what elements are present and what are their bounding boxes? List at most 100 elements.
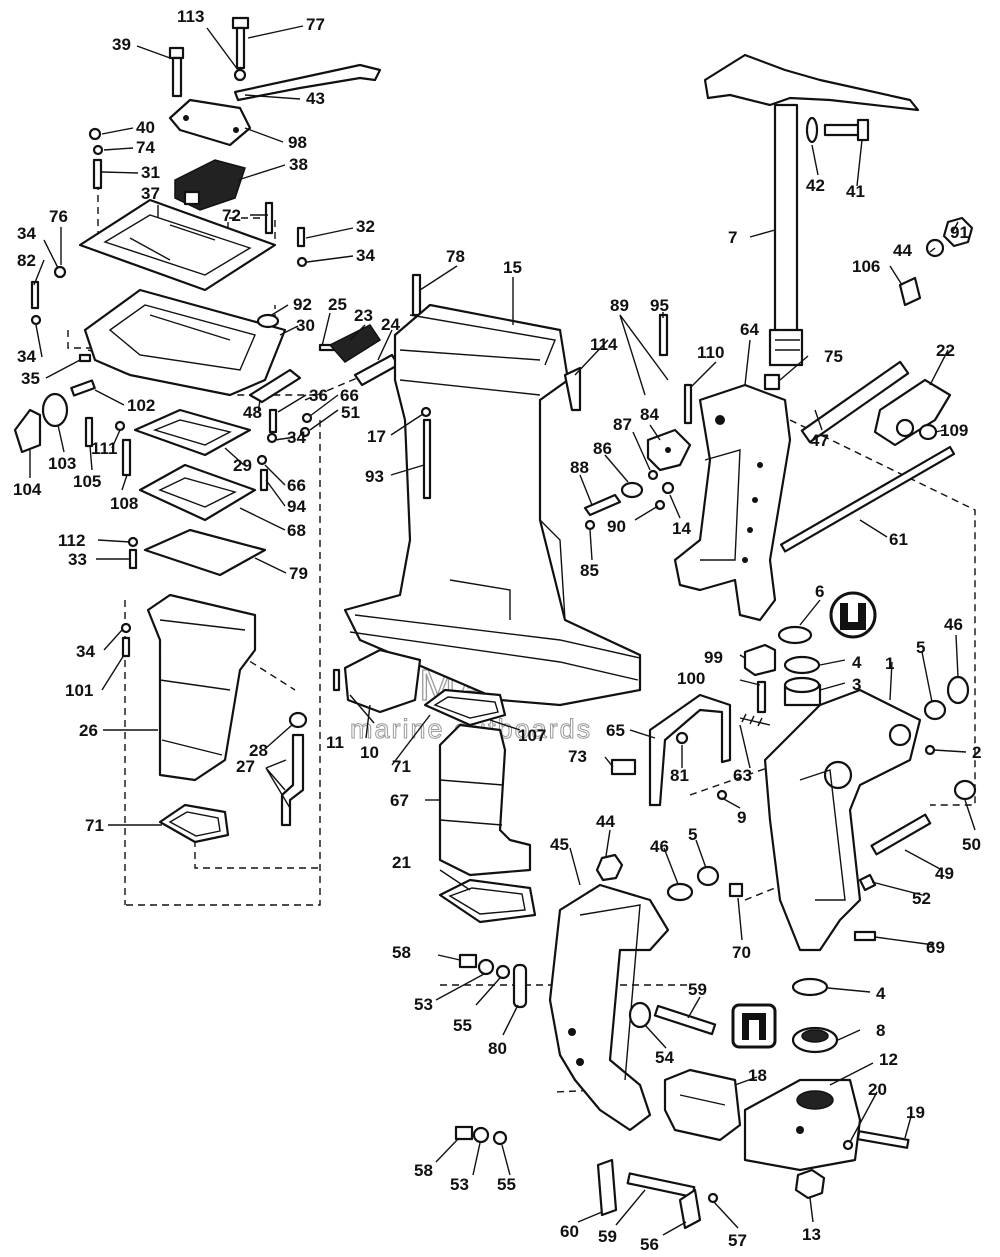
- reed-23: [328, 324, 382, 363]
- washer-111: [114, 420, 126, 432]
- callout-28: 28: [249, 741, 268, 760]
- callout-11: 11: [326, 733, 344, 752]
- bolt-105: [84, 416, 94, 448]
- cover-bracket-98: [168, 98, 252, 147]
- bolt-19: [856, 1130, 910, 1149]
- washer-46b: [666, 882, 694, 902]
- clamp-block-18: [663, 1068, 742, 1142]
- screw-57: [707, 1192, 719, 1204]
- tube-27: [280, 733, 305, 827]
- block-99: [743, 643, 777, 677]
- callout-104: 104: [13, 480, 42, 499]
- callout-86: 86: [593, 439, 612, 458]
- callout-51: 51: [341, 403, 360, 422]
- bolt-95: [658, 313, 669, 357]
- callout-13: 13: [802, 1225, 821, 1244]
- callout-71b: 71: [392, 757, 411, 776]
- washer-66b: [256, 454, 268, 466]
- washer-66a: [301, 412, 313, 424]
- callout-47: 47: [810, 431, 829, 450]
- washer-54: [628, 1001, 652, 1029]
- washer-20: [842, 1139, 854, 1151]
- exhaust-housing-15: [343, 303, 642, 707]
- tilt-lock-22: [873, 378, 952, 447]
- callout-41: 41: [846, 182, 865, 201]
- callout-66a: 66: [340, 386, 359, 405]
- bolt-39: [168, 46, 185, 98]
- bolt-59a: [653, 1004, 717, 1036]
- bushing-103: [41, 392, 69, 428]
- cap-50: [953, 779, 977, 801]
- washer-51: [299, 426, 311, 438]
- callout-63: 63: [733, 766, 752, 785]
- callout-24: 24: [381, 315, 400, 334]
- reed-24: [353, 353, 400, 387]
- nut-91: [942, 216, 974, 248]
- callout-3: 3: [852, 675, 861, 694]
- callout-55a: 55: [453, 1016, 472, 1035]
- washer-17: [420, 406, 432, 418]
- callout-106: 106: [852, 257, 880, 276]
- callout-60: 60: [560, 1222, 579, 1241]
- callout-10: 10: [360, 743, 379, 762]
- bolt-114: [563, 366, 582, 412]
- washer-14: [661, 481, 675, 495]
- nut-44b: [595, 853, 624, 882]
- callout-44b: 44: [596, 812, 615, 831]
- callout-87: 87: [613, 415, 632, 434]
- callout-101: 101: [65, 681, 93, 700]
- callout-88: 88: [570, 458, 589, 477]
- callout-29: 29: [233, 456, 252, 475]
- clip-56: [678, 1188, 702, 1230]
- callout-70: 70: [732, 943, 751, 962]
- power-pack-38: [174, 159, 246, 211]
- plug-70: [728, 882, 744, 898]
- washer-40: [88, 127, 102, 141]
- grommet-92: [256, 313, 280, 329]
- callout-35: 35: [21, 369, 40, 388]
- washer-34b: [30, 314, 42, 326]
- stud-78: [411, 273, 422, 317]
- callout-8: 8: [876, 1021, 885, 1040]
- leader-lines: [29, 25, 976, 1236]
- screw-90: [654, 499, 666, 511]
- callout-109: 109: [940, 421, 968, 440]
- link-88: [583, 493, 622, 517]
- callout-34a: 34: [17, 224, 36, 243]
- callout-12: 12: [879, 1050, 898, 1069]
- screw-100: [756, 680, 767, 714]
- callout-114: 114: [590, 335, 618, 354]
- bolt-72: [264, 201, 274, 235]
- callout-4b: 4: [876, 984, 886, 1003]
- callout-20: 20: [868, 1080, 887, 1099]
- cap-104: [13, 408, 42, 454]
- lever-84: [646, 428, 692, 472]
- callout-40: 40: [136, 118, 155, 137]
- washer-55a: [495, 964, 511, 980]
- shift-lever-65: [648, 693, 732, 807]
- knob-73: [610, 758, 637, 776]
- callout-5a: 5: [916, 638, 925, 657]
- washer-34e: [120, 622, 132, 634]
- ring-52: [858, 873, 877, 892]
- callout-85: 85: [580, 561, 599, 580]
- callout-56: 56: [640, 1235, 659, 1254]
- callout-34c: 34: [17, 347, 36, 366]
- callout-17: 17: [367, 427, 386, 446]
- screw-11: [332, 668, 341, 692]
- callout-22: 22: [936, 341, 955, 360]
- callout-43: 43: [306, 89, 325, 108]
- callout-39: 39: [112, 35, 131, 54]
- callout-66b: 66: [287, 476, 306, 495]
- callout-48: 48: [243, 403, 262, 422]
- washer-85: [584, 519, 596, 531]
- callout-19: 19: [906, 1103, 925, 1122]
- bolt-33: [128, 548, 138, 570]
- callout-37: 37: [141, 184, 160, 203]
- callout-100: 100: [677, 669, 705, 688]
- callout-78: 78: [446, 247, 465, 266]
- callout-74: 74: [136, 138, 155, 157]
- gasket-79: [143, 528, 267, 577]
- plate-60: [596, 1158, 618, 1217]
- washer-6: [777, 625, 813, 645]
